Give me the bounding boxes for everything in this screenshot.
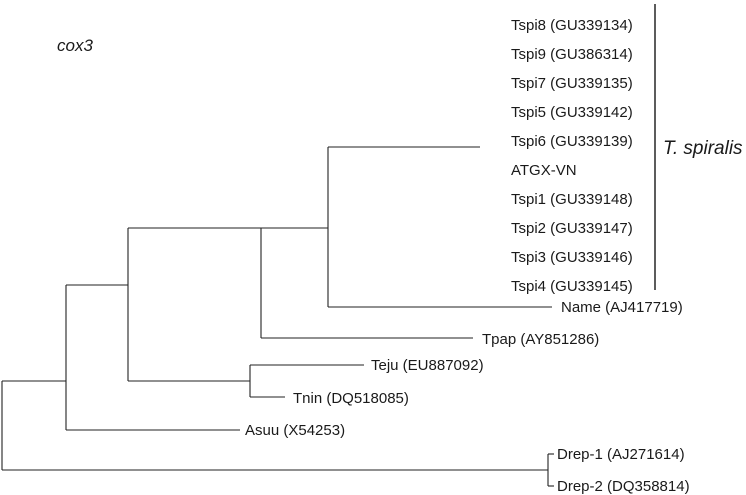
- taxon-label: Tspi6 (GU339139): [511, 133, 633, 150]
- clade-label: T. spiralis: [663, 138, 743, 159]
- taxon-label: Tspi1 (GU339148): [511, 191, 633, 208]
- taxon-label: Tspi2 (GU339147): [511, 220, 633, 237]
- taxon-label: ATGX-VN: [511, 162, 577, 179]
- taxon-label: Asuu (X54253): [245, 422, 345, 439]
- taxon-label: Drep-2 (DQ358814): [557, 478, 690, 495]
- taxon-label: Drep-1 (AJ271614): [557, 446, 685, 463]
- taxon-labels: Tspi8 (GU339134) Tspi9 (GU386314) Tspi7 …: [245, 17, 690, 495]
- taxon-label: Tnin (DQ518085): [293, 390, 409, 407]
- taxon-label: Name (AJ417719): [561, 299, 683, 316]
- taxon-label: Tspi3 (GU339146): [511, 249, 633, 266]
- tree-branches: [1, 146, 554, 487]
- taxon-label: Teju (EU887092): [371, 357, 484, 374]
- taxon-label: Tspi4 (GU339145): [511, 278, 633, 295]
- taxon-label: Tspi7 (GU339135): [511, 75, 633, 92]
- gene-label: cox3: [57, 36, 93, 55]
- taxon-label: Tspi8 (GU339134): [511, 17, 633, 34]
- taxon-label: Tspi9 (GU386314): [511, 46, 633, 63]
- taxon-label: Tpap (AY851286): [482, 331, 599, 348]
- taxon-label: Tspi5 (GU339142): [511, 104, 633, 121]
